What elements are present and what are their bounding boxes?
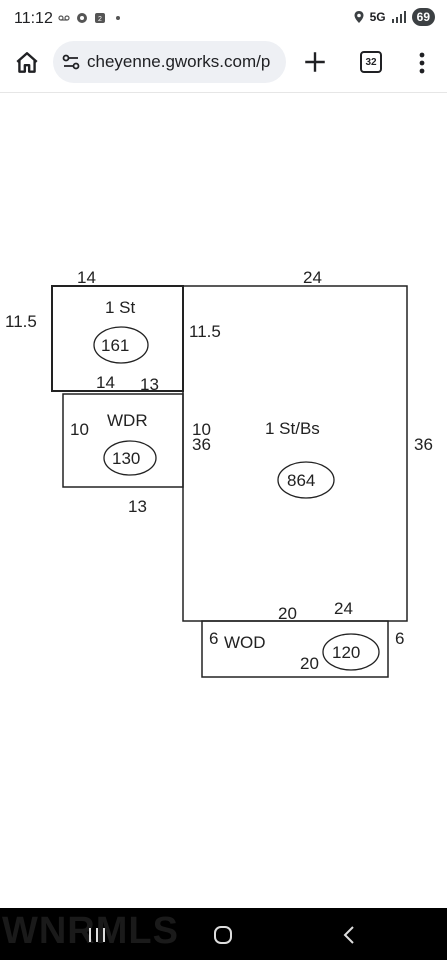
wod-room: [201, 620, 389, 678]
dim-main-right: 36: [414, 435, 433, 454]
dim-wod-bottom: 20: [300, 654, 319, 673]
area-wod: 120: [332, 643, 360, 662]
dim-st-bottom-right: 13: [140, 375, 159, 394]
status-time: 11:12: [14, 10, 53, 27]
dim-wdr-left: 10: [70, 420, 89, 439]
dim-main-top: 24: [303, 268, 322, 287]
svg-text:2: 2: [98, 16, 102, 23]
home-icon[interactable]: [14, 50, 40, 76]
area-main: 864: [287, 471, 315, 490]
room-name-main: 1 St/Bs: [265, 419, 320, 438]
location-icon: [354, 11, 364, 23]
dim-wdr-right: 10: [192, 420, 211, 439]
notification-icons: 2: [58, 12, 124, 24]
room-name-first-story: 1 St: [105, 298, 136, 317]
signal-icon: [391, 11, 406, 23]
recent-apps-icon[interactable]: [86, 924, 108, 946]
area-first-story: 161: [101, 336, 129, 355]
dim-st-right: 11.5: [189, 322, 221, 341]
wdr-area-ellipse: [103, 440, 157, 476]
dim-st-top: 14: [77, 268, 96, 287]
home-circle-icon[interactable]: [212, 924, 234, 946]
navigation-bar: WNRMLS: [0, 908, 447, 960]
dim-wod-left: 6: [209, 629, 218, 648]
dim-st-left: 11.5: [5, 312, 37, 331]
area-wdr: 130: [112, 449, 140, 468]
more-vert-icon[interactable]: [412, 50, 432, 76]
room-name-wdr: WDR: [107, 411, 148, 430]
battery-indicator: 69: [411, 8, 435, 26]
first-story-area-ellipse: [93, 326, 149, 364]
toolbar-divider: [0, 92, 447, 93]
main-area-ellipse: [277, 461, 335, 499]
dim-main-bottom-b: 24: [334, 599, 353, 618]
wdr-room: [62, 393, 184, 488]
dim-wdr-bottom: 13: [128, 497, 147, 516]
back-icon[interactable]: [340, 924, 358, 946]
network-type: 5G: [369, 10, 386, 24]
dim-wod-right: 6: [395, 629, 404, 648]
tune-icon[interactable]: [61, 52, 81, 72]
tabs-icon[interactable]: 32: [360, 51, 382, 73]
dim-main-bottom-a: 20: [278, 604, 297, 623]
browser-toolbar: cheyenne.gworks.com/p 32: [0, 40, 447, 86]
dim-main-left: 36: [192, 435, 211, 454]
dim-st-bottom: 14: [96, 373, 115, 392]
status-right: 5G 69: [353, 8, 435, 26]
address-bar[interactable]: cheyenne.gworks.com/p: [53, 41, 286, 83]
url-text: cheyenne.gworks.com/p: [87, 52, 271, 71]
wod-area-ellipse: [322, 633, 380, 671]
calendar-icon: 2: [95, 13, 105, 23]
status-bar: 11:12 2 5G 69: [0, 0, 447, 40]
plus-icon[interactable]: [302, 49, 328, 75]
room-name-wod: WOD: [224, 633, 266, 652]
voicemail-icon: [58, 15, 70, 21]
chrome-icon: [77, 13, 87, 23]
dot-icon: [116, 16, 120, 20]
